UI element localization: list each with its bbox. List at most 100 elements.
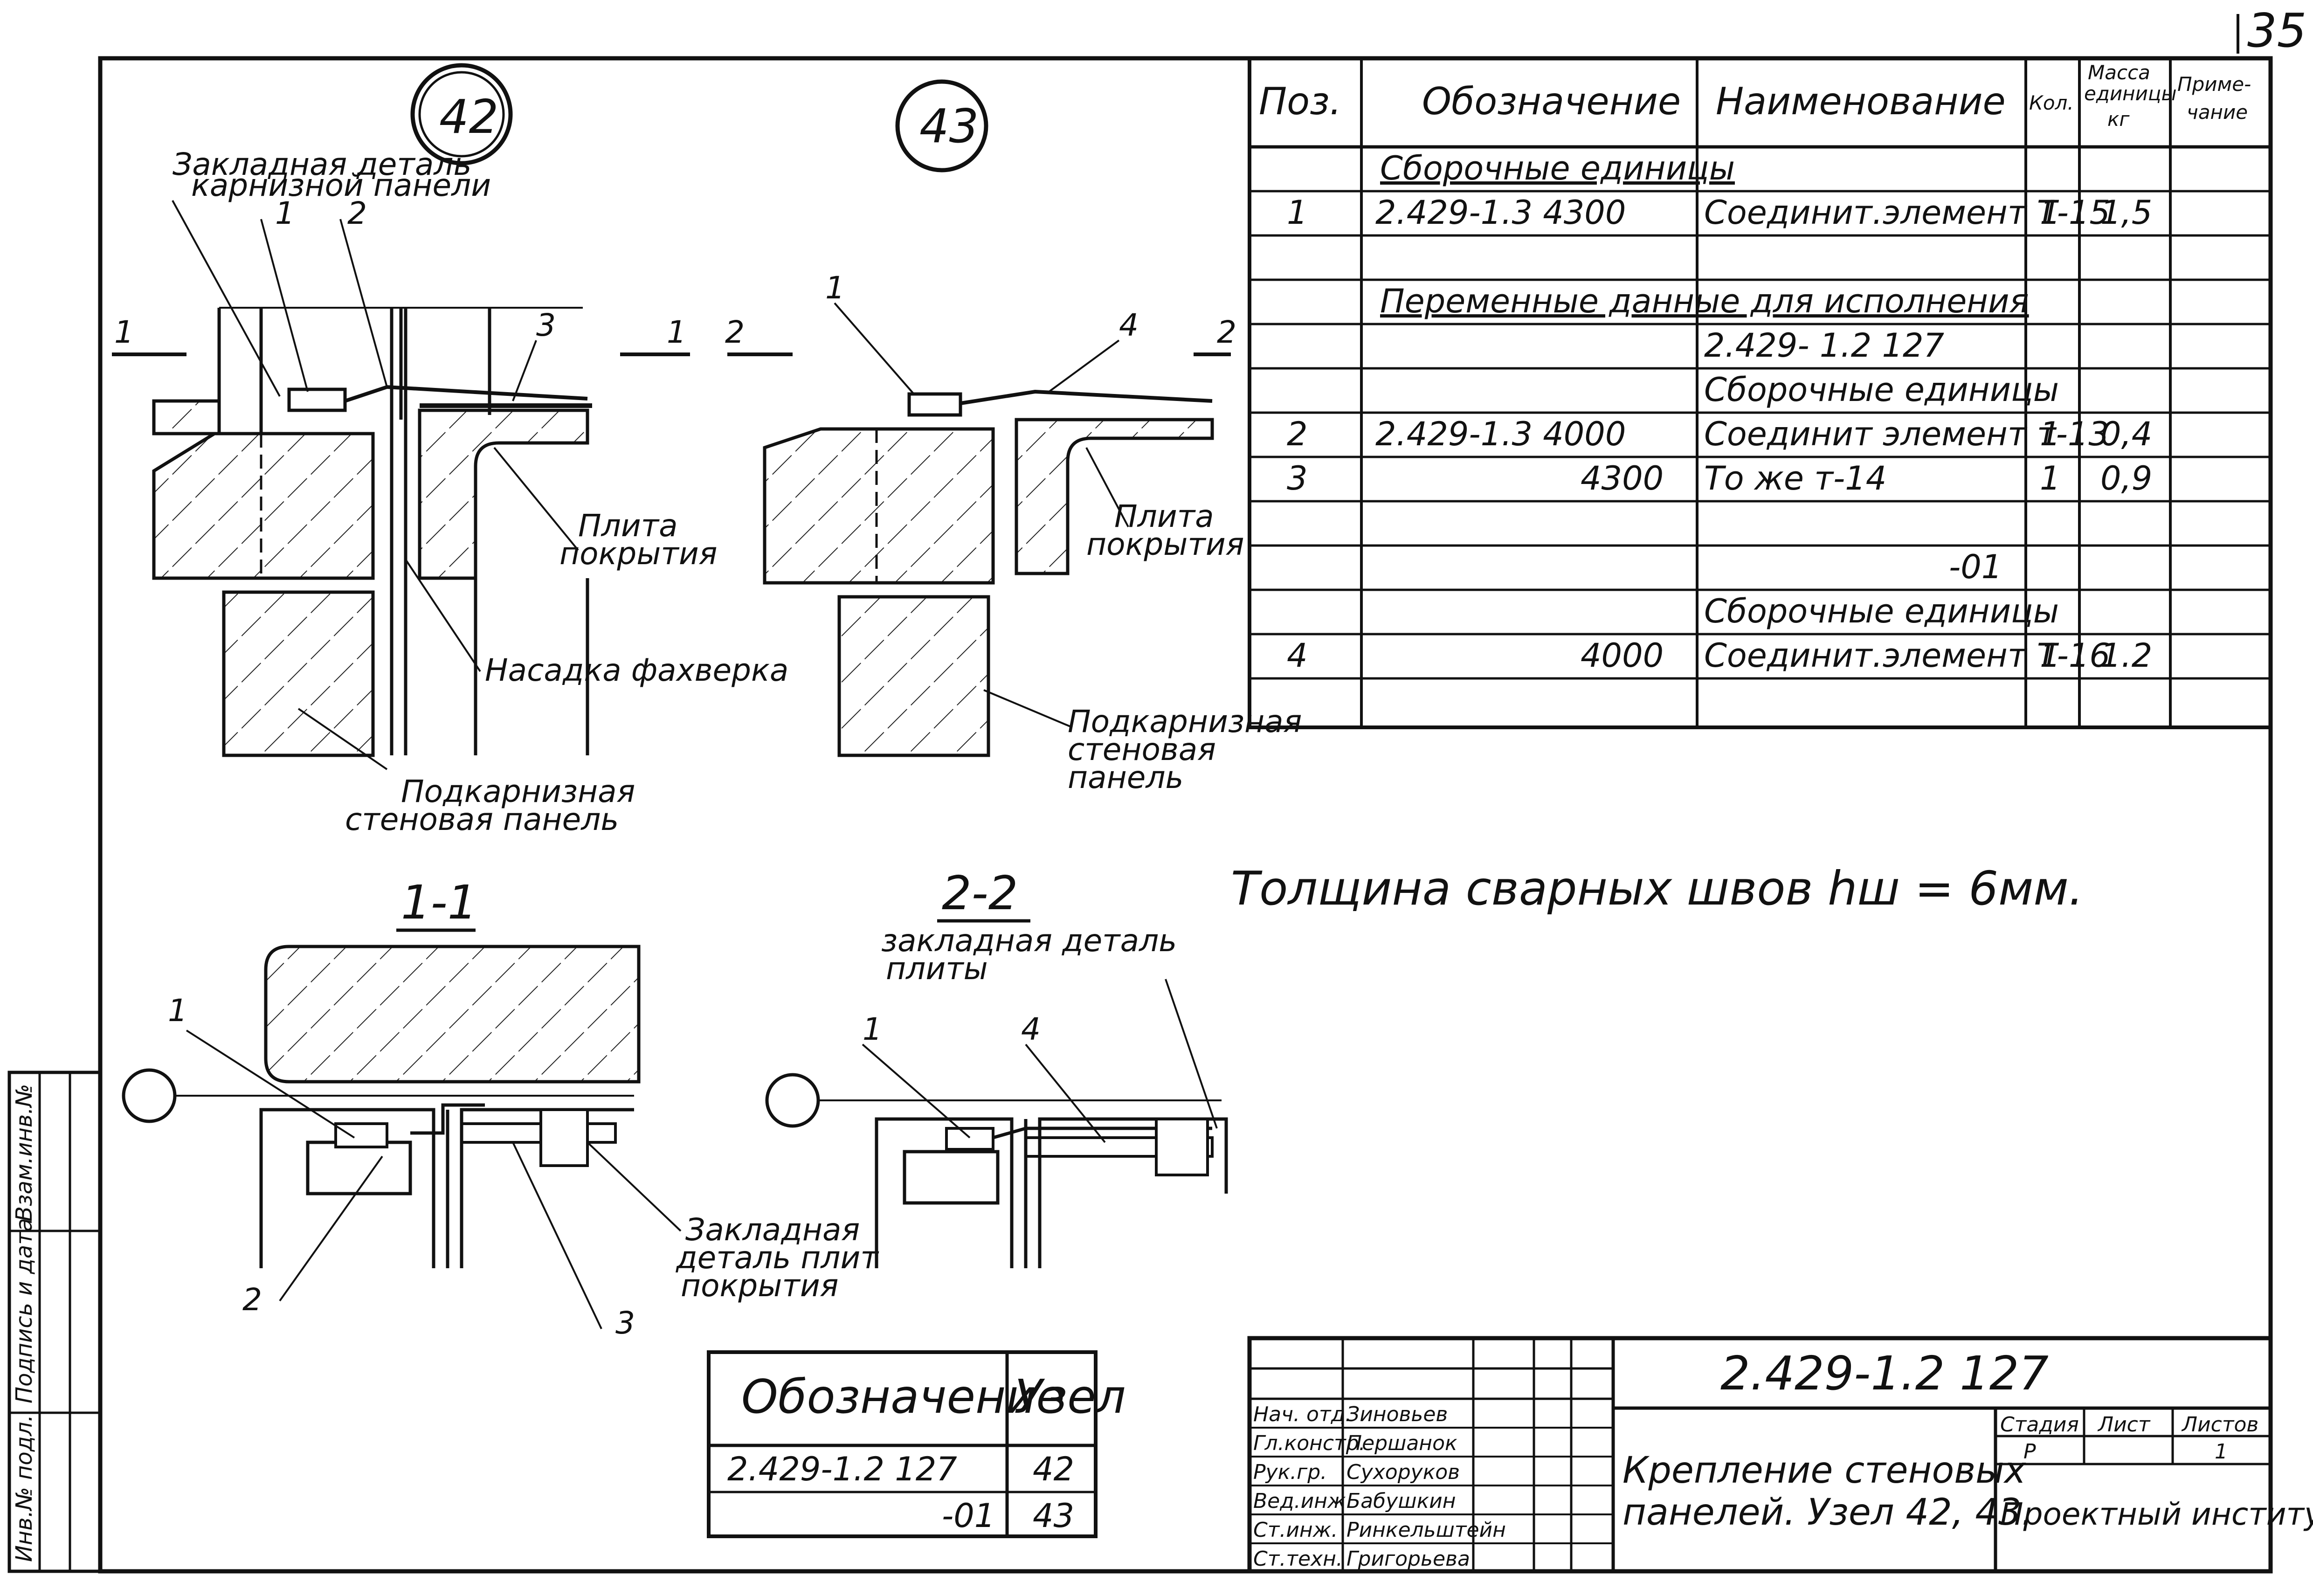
staff-role: Гл.констр. — [1253, 1431, 1366, 1455]
spec-cell-designation: 2.429-1.3 4300 — [1375, 193, 1626, 232]
label-pos-2-section11: 2 — [242, 1282, 262, 1318]
node-42-drawing: 42 1 1 Закладна — [112, 63, 788, 837]
section-1-1-drawing: 1-1 1 2 3 Закладная деталь плит покрытия — [122, 875, 879, 1341]
cut-2-right-label: 2 — [1217, 314, 1236, 350]
spec-header-qty: Кол. — [2029, 91, 2074, 114]
node-43-drawing: 43 2 2 1 4 Плита покрытия Подкарнизная с… — [725, 79, 1302, 795]
cut-1-left-label: 1 — [114, 314, 134, 350]
spec-cell-pos: 3 — [1287, 459, 1308, 497]
label-embedded-slab-1: закладная деталь — [881, 923, 1177, 959]
label-pos-3-node42: 3 — [536, 307, 556, 343]
title-block-sheets: 1 — [2215, 1440, 2228, 1464]
staff-row: Нач. отд.Зиновьев — [1253, 1403, 1448, 1426]
label-pos-1-node43: 1 — [825, 270, 845, 306]
label-podkarniz-left-1: Подкарнизная — [401, 774, 635, 809]
node-table-row2-node: 43 — [1033, 1497, 1074, 1535]
label-slab-right-2: покрытия — [1086, 526, 1244, 562]
label-pos-1-node42: 1 — [275, 195, 295, 231]
cut-1-right-label: 1 — [667, 314, 686, 350]
label-slab-right-1: Плита — [1114, 498, 1214, 534]
drawing-frame — [98, 56, 2273, 1574]
spec-header-name: Наименование — [1716, 80, 2006, 123]
title-block-stage: Р — [2023, 1440, 2036, 1464]
spec-cell-name: 2.429- 1.2 127 — [1704, 326, 1944, 365]
cut-2-left-label: 2 — [725, 314, 745, 350]
spec-cell-name: Сборочные единицы — [1704, 592, 2059, 630]
title-block: Нач. отд.ЗиновьевГл.констр.ПершанокРук.г… — [1247, 1336, 2313, 1574]
spec-header-pos: Поз. — [1259, 80, 1341, 123]
node-42-circle — [410, 63, 513, 166]
label-podkarniz-right-2: стеновая — [1068, 732, 1216, 767]
node-table-header-designation: Обозначение — [741, 1369, 1065, 1424]
spec-row: Сборочные единицы — [1704, 592, 2059, 630]
node-42-number: 42 — [439, 90, 498, 144]
section-2-2-drawing: 2-2 закладная деталь плиты 1 4 — [765, 866, 1228, 1268]
label-podkarniz-right-1: Подкарнизная — [1068, 704, 1302, 739]
spec-cell-name: Сборочные единицы — [1704, 371, 2059, 409]
node-table-row2-designation: -01 — [942, 1497, 995, 1535]
staff-role: Нач. отд. — [1253, 1403, 1352, 1426]
title-block-sheets-header: Листов — [2181, 1413, 2258, 1437]
staff-row: Ст.инж. Ринкельштейн — [1253, 1518, 1506, 1542]
label-embedded-plates-1: Закладная — [685, 1212, 860, 1248]
spec-cell-pos: 2 — [1287, 415, 1308, 453]
spec-cell-name: -01 — [1949, 548, 2002, 586]
side-stamp: Инв.№ подл. Подпись и дата Взам.инв.№ — [7, 1071, 102, 1573]
spec-cell-designation: 2.429-1.3 4000 — [1375, 415, 1626, 453]
label-podkarniz-right-3: панель — [1068, 760, 1183, 795]
staff-role: Ст.инж. — [1253, 1518, 1338, 1542]
spec-row: -01 — [1949, 548, 2002, 586]
title-block-organization: Проектный институт №1 — [2000, 1496, 2313, 1532]
staff-name: Ринкельштейн — [1346, 1518, 1506, 1542]
spec-cell-mass: 0,4 — [2100, 415, 2152, 453]
spec-row: Переменные данные для исполнения — [1380, 282, 2029, 320]
node-table-header-node: Узел — [1014, 1369, 1126, 1424]
label-slab-left-2: покрытия — [559, 536, 717, 572]
spec-header-designation: Обозначение — [1422, 80, 1681, 123]
staff-role: Ст.техн. — [1253, 1547, 1343, 1571]
side-stamp-signature: Подпись и дата — [11, 1218, 37, 1403]
spec-header-note-2: чание — [2187, 101, 2248, 124]
label-embedded-slab-2: плиты — [886, 951, 988, 987]
spec-row-section-title: Переменные данные для исполнения — [1380, 282, 2029, 320]
node-table-row1-node: 42 — [1033, 1450, 1074, 1488]
spec-cell-mass: 1.2 — [2100, 636, 2152, 675]
label-slab-left-1: Плита — [578, 508, 678, 544]
spec-cell-name: Соединит элемент т-13 — [1704, 415, 2109, 453]
spec-cell-pos: 4 — [1287, 636, 1308, 675]
side-stamp-replaces: Взам.инв.№ — [11, 1084, 37, 1222]
label-embedded-plates-3: покрытия — [681, 1268, 838, 1304]
spec-cell-qty: 1 — [2040, 193, 2061, 232]
node-43-circle — [895, 79, 988, 173]
staff-row: Ст.техн.Григорьева — [1253, 1547, 1470, 1571]
staff-role: Рук.гр. — [1253, 1460, 1327, 1484]
weld-note: Толщина сварных швов hш = 6мм. — [1231, 861, 2084, 916]
page-number: 35 — [2247, 3, 2306, 58]
label-podkarniz-left-2: стеновая панель — [345, 801, 619, 837]
node-table-row1-designation: 2.429-1.2 127 — [727, 1450, 957, 1488]
label-nasadka: Насадка фахверка — [485, 652, 788, 688]
spec-cell-designation: 4300 — [1581, 459, 1664, 497]
label-pos-1-section22: 1 — [863, 1011, 882, 1047]
spec-cell-mass: 0,9 — [2100, 459, 2152, 497]
spec-cell-qty: 1 — [2040, 415, 2061, 453]
node-43-number: 43 — [919, 99, 979, 153]
staff-row: Рук.гр.Сухоруков — [1253, 1460, 1460, 1484]
title-block-code: 2.429-1.2 127 — [1720, 1346, 2049, 1401]
spec-header-mass-1: Масса — [2088, 61, 2150, 84]
label-pos-3-section11: 3 — [615, 1305, 635, 1341]
spec-header-note-1: Приме- — [2177, 73, 2251, 96]
staff-name: Першанок — [1346, 1431, 1457, 1455]
spec-cell-designation: 4000 — [1581, 636, 1664, 675]
title-block-title-1: Крепление стеновых — [1623, 1450, 2026, 1492]
label-embedded-cornice-2: карнизной панели — [191, 167, 491, 203]
label-pos-1-section11: 1 — [168, 993, 187, 1029]
title-block-stage-header: Стадия — [2000, 1413, 2079, 1437]
spec-row: 2.429- 1.2 127 — [1704, 326, 1944, 365]
staff-row: Гл.констр.Першанок — [1253, 1431, 1457, 1455]
staff-role: Вед.инж. — [1253, 1489, 1353, 1513]
